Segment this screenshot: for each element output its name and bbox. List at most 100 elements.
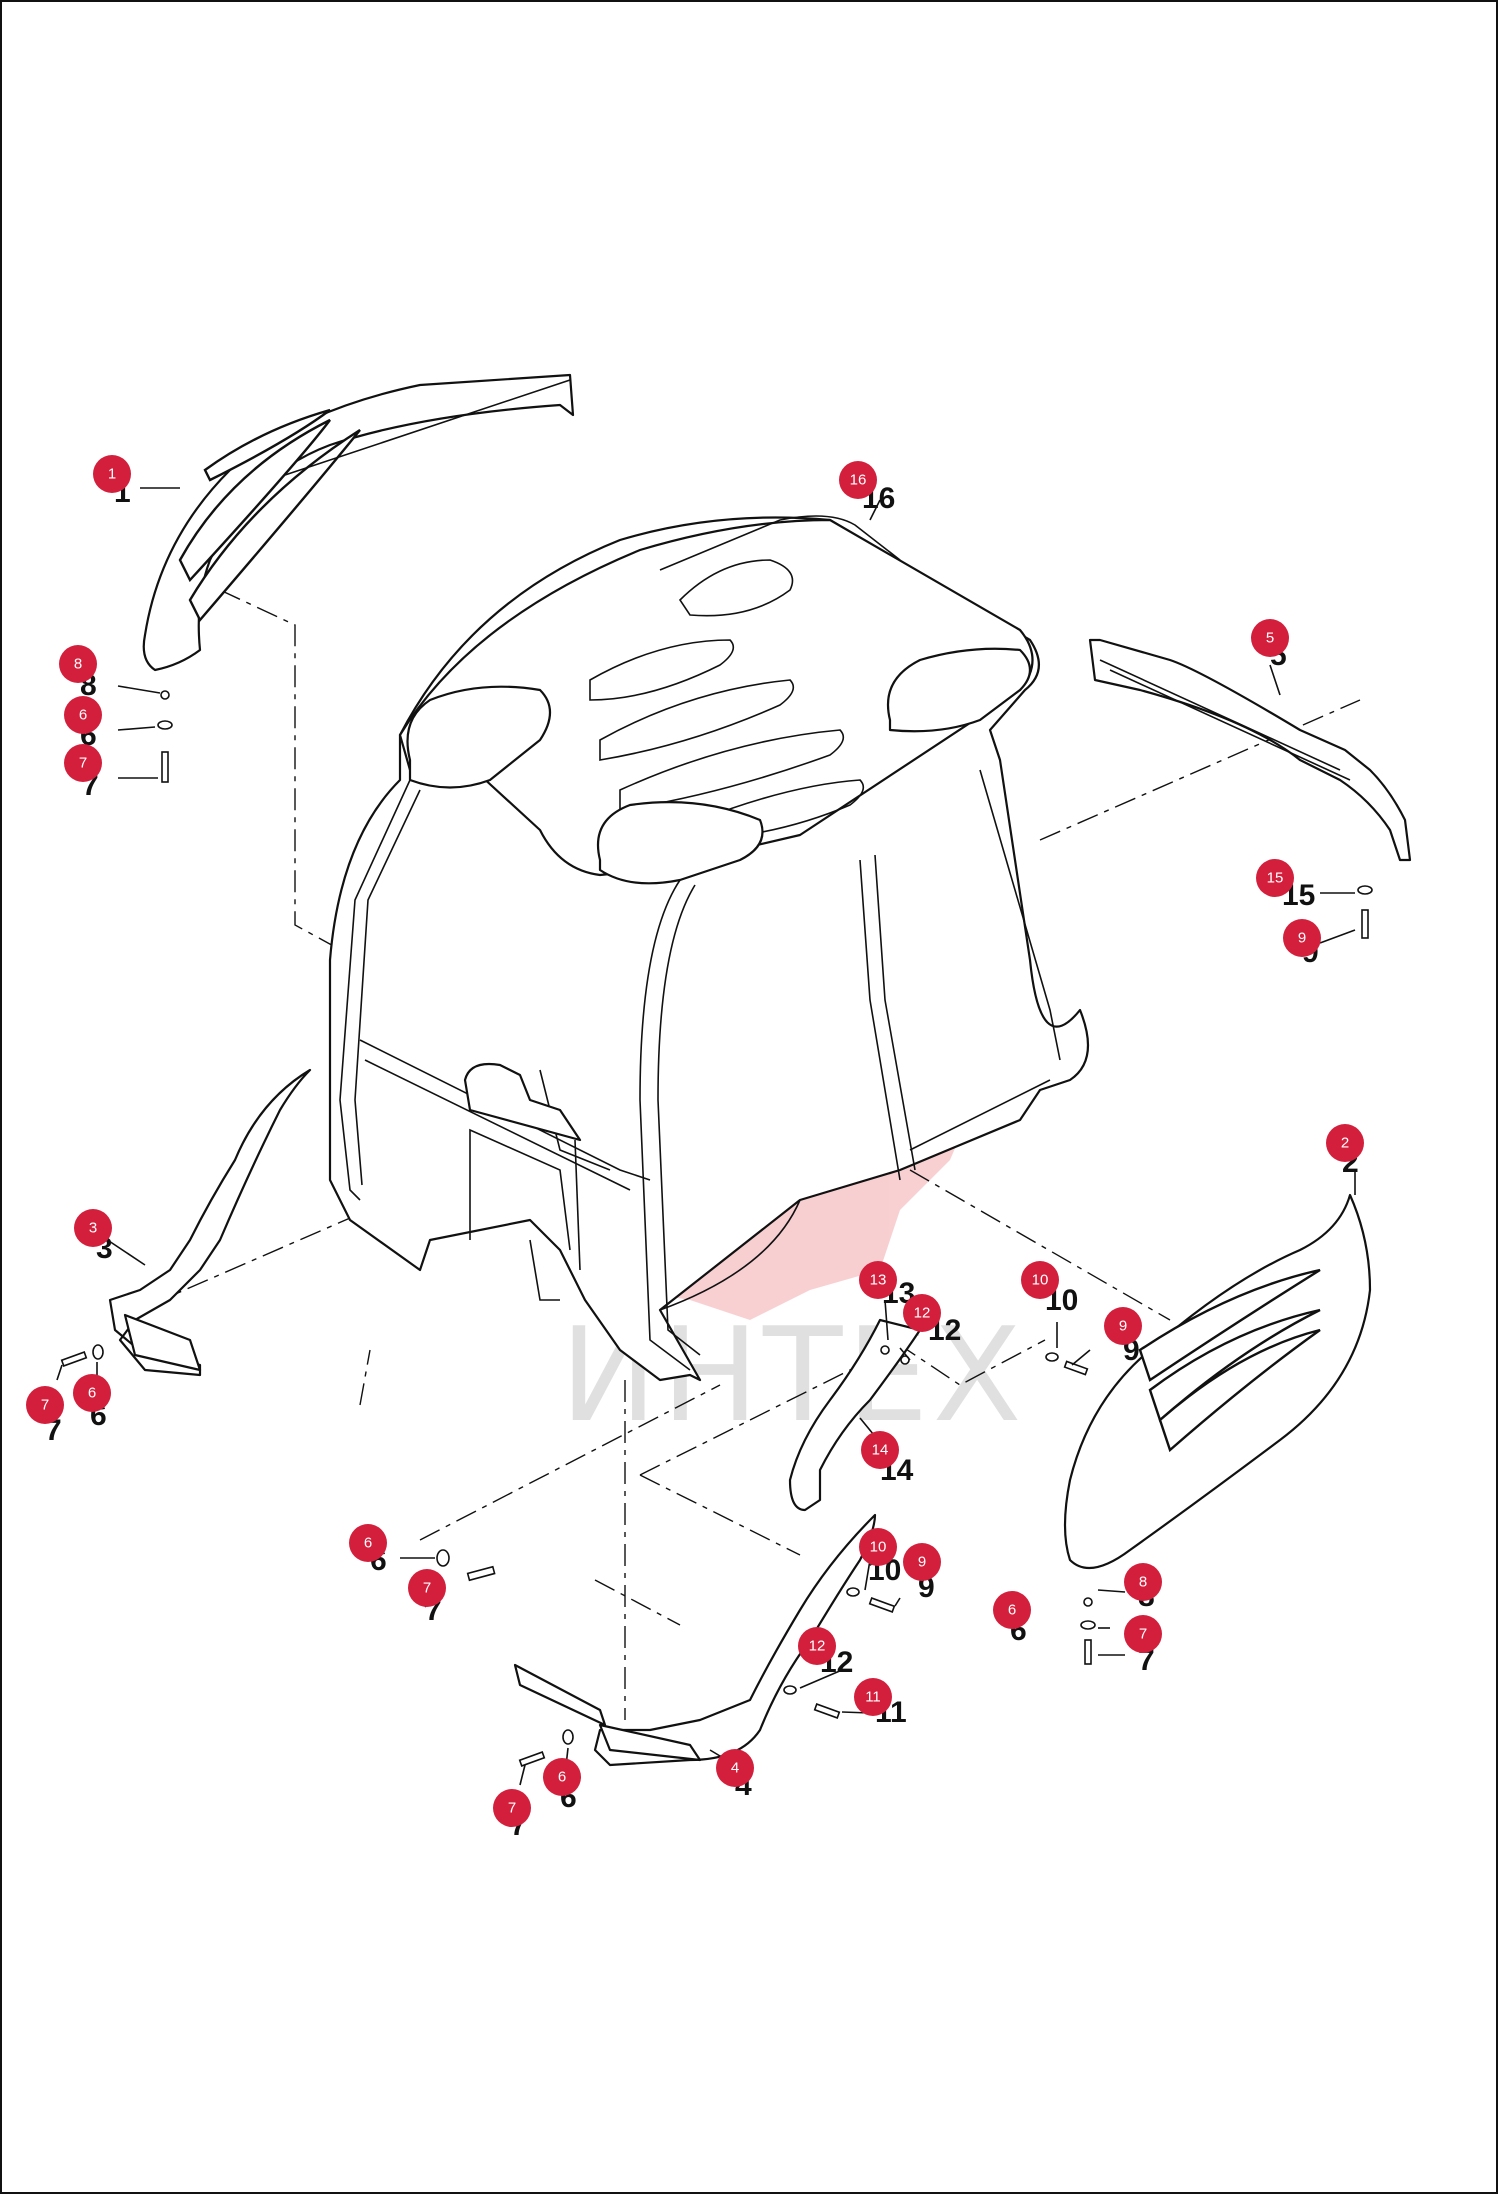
bolt-icon bbox=[868, 1597, 896, 1613]
washer-icon bbox=[157, 720, 173, 730]
callout-badge-circle[interactable] bbox=[93, 455, 131, 493]
callout-badge-6e[interactable]: 6 bbox=[543, 1758, 581, 1796]
callout-badge-3[interactable]: 3 bbox=[74, 1209, 112, 1247]
callout-badge-13[interactable]: 13 bbox=[859, 1261, 897, 1299]
callout-badge-7a[interactable]: 7 bbox=[64, 744, 102, 782]
callout-badge-circle[interactable] bbox=[1251, 619, 1289, 657]
callout-badge-7e[interactable]: 7 bbox=[493, 1789, 531, 1827]
leader-lines bbox=[56, 487, 1356, 1786]
callout-badge-7b[interactable]: 7 bbox=[26, 1386, 64, 1424]
mud-flap bbox=[788, 1318, 922, 1512]
callout-badge-circle[interactable] bbox=[1104, 1307, 1142, 1345]
callout-badge-circle[interactable] bbox=[1326, 1124, 1364, 1162]
callout-badge-6c[interactable]: 6 bbox=[349, 1524, 387, 1562]
callout-badge-circle[interactable] bbox=[859, 1261, 897, 1299]
callout-badge-9a[interactable]: 9 bbox=[1283, 919, 1321, 957]
callout-badge-11[interactable]: 11 bbox=[854, 1678, 892, 1716]
callout-badge-circle[interactable] bbox=[716, 1749, 754, 1787]
callout-badge-label: 10 bbox=[870, 1539, 887, 1556]
callout-badge-circle[interactable] bbox=[1283, 919, 1321, 957]
callout-badge-label: 6 bbox=[79, 707, 87, 724]
callout-badge-12a[interactable]: 12 bbox=[903, 1294, 941, 1332]
callout-badge-label: 6 bbox=[1008, 1602, 1016, 1619]
fender-bottom-center bbox=[513, 1513, 877, 1767]
callout-badge-10a[interactable]: 10 bbox=[1021, 1261, 1059, 1299]
callout-badge-label: 6 bbox=[364, 1535, 372, 1552]
callout-badge-label: 16 bbox=[850, 472, 867, 489]
callout-badge-circle[interactable] bbox=[903, 1294, 941, 1332]
nut-icon bbox=[880, 1345, 890, 1355]
callout-badge-7c[interactable]: 7 bbox=[408, 1569, 446, 1607]
washer-icon bbox=[1080, 1620, 1096, 1630]
callout-badge-circle[interactable] bbox=[64, 696, 102, 734]
callout-badge-circle[interactable] bbox=[993, 1591, 1031, 1629]
bolt-icon bbox=[466, 1565, 496, 1582]
callout-badge-circle[interactable] bbox=[903, 1543, 941, 1581]
callout-badge-6b[interactable]: 6 bbox=[73, 1374, 111, 1412]
washer-icon bbox=[1045, 1352, 1059, 1362]
bolt-icon bbox=[813, 1703, 841, 1719]
callout-badge-circle[interactable] bbox=[1124, 1563, 1162, 1601]
callout-badge-2[interactable]: 2 bbox=[1326, 1124, 1364, 1162]
callout-badge-circle[interactable] bbox=[839, 461, 877, 499]
callout-badge-label: 10 bbox=[1032, 1272, 1049, 1289]
callout-badge-circle[interactable] bbox=[1021, 1261, 1059, 1299]
washer-icon bbox=[92, 1344, 104, 1360]
callout-badge-9b[interactable]: 9 bbox=[1104, 1307, 1142, 1345]
callout-badge-circle[interactable] bbox=[1256, 859, 1294, 897]
callout-badge-14[interactable]: 14 bbox=[861, 1431, 899, 1469]
callout-badge-circle[interactable] bbox=[1124, 1615, 1162, 1653]
callout-badge-circle[interactable] bbox=[74, 1209, 112, 1247]
callout-badge-circle[interactable] bbox=[543, 1758, 581, 1796]
callout-badge-label: 9 bbox=[1298, 930, 1306, 947]
callout-badge-label: 5 bbox=[1266, 630, 1274, 647]
nut-icon bbox=[160, 690, 170, 700]
callout-badge-7d[interactable]: 7 bbox=[1124, 1615, 1162, 1653]
cab-assembly bbox=[328, 515, 1090, 1382]
callout-badge-circle[interactable] bbox=[854, 1678, 892, 1716]
callout-badge-label: 6 bbox=[88, 1385, 96, 1402]
callout-badge-label: 7 bbox=[41, 1397, 49, 1414]
callout-badge-circle[interactable] bbox=[64, 744, 102, 782]
callout-badge-circle[interactable] bbox=[59, 645, 97, 683]
callout-badge-label: 7 bbox=[508, 1800, 516, 1817]
washer-icon bbox=[783, 1685, 797, 1695]
callout-badge-circle[interactable] bbox=[798, 1627, 836, 1665]
callout-badge-5[interactable]: 5 bbox=[1251, 619, 1289, 657]
bolt-icon bbox=[1361, 909, 1369, 939]
bolt-icon bbox=[518, 1751, 546, 1767]
nut-icon bbox=[1083, 1597, 1093, 1607]
callout-badge-circle[interactable] bbox=[861, 1431, 899, 1469]
callout-badge-circle[interactable] bbox=[349, 1524, 387, 1562]
callout-badge-8b[interactable]: 8 bbox=[1124, 1563, 1162, 1601]
callout-badge-circle[interactable] bbox=[73, 1374, 111, 1412]
callout-badge-10b[interactable]: 10 bbox=[859, 1528, 897, 1566]
callout-badge-9c[interactable]: 9 bbox=[903, 1543, 941, 1581]
callout-badge-label: 9 bbox=[918, 1554, 926, 1571]
fasteners bbox=[60, 690, 1373, 1767]
assembly-lines bbox=[149, 589, 1361, 1720]
callout-badge-label: 7 bbox=[423, 1580, 431, 1597]
bolt-icon bbox=[1063, 1360, 1089, 1376]
callout-badge-1[interactable]: 1 bbox=[93, 455, 131, 493]
callout-badge-16[interactable]: 16 bbox=[839, 461, 877, 499]
callout-badge-6a[interactable]: 6 bbox=[64, 696, 102, 734]
callout-badge-6d[interactable]: 6 bbox=[993, 1591, 1031, 1629]
callout-badge-4[interactable]: 4 bbox=[716, 1749, 754, 1787]
callout-badge-label: 11 bbox=[865, 1689, 881, 1706]
callout-badge-label: 1 bbox=[108, 466, 116, 483]
fender-top-left bbox=[142, 373, 575, 672]
callout-badge-8a[interactable]: 8 bbox=[59, 645, 97, 683]
washer-icon bbox=[436, 1549, 450, 1567]
callout-badge-circle[interactable] bbox=[408, 1569, 446, 1607]
bolt-icon bbox=[161, 751, 169, 783]
callout-badge-circle[interactable] bbox=[859, 1528, 897, 1566]
callout-badge-15[interactable]: 15 bbox=[1256, 859, 1294, 897]
callout-badge-circle[interactable] bbox=[493, 1789, 531, 1827]
callout-badge-label: 3 bbox=[89, 1220, 97, 1237]
callout-badge-label: 4 bbox=[731, 1760, 739, 1777]
callout-badge-12b[interactable]: 12 bbox=[798, 1627, 836, 1665]
callout-badge-circle[interactable] bbox=[26, 1386, 64, 1424]
